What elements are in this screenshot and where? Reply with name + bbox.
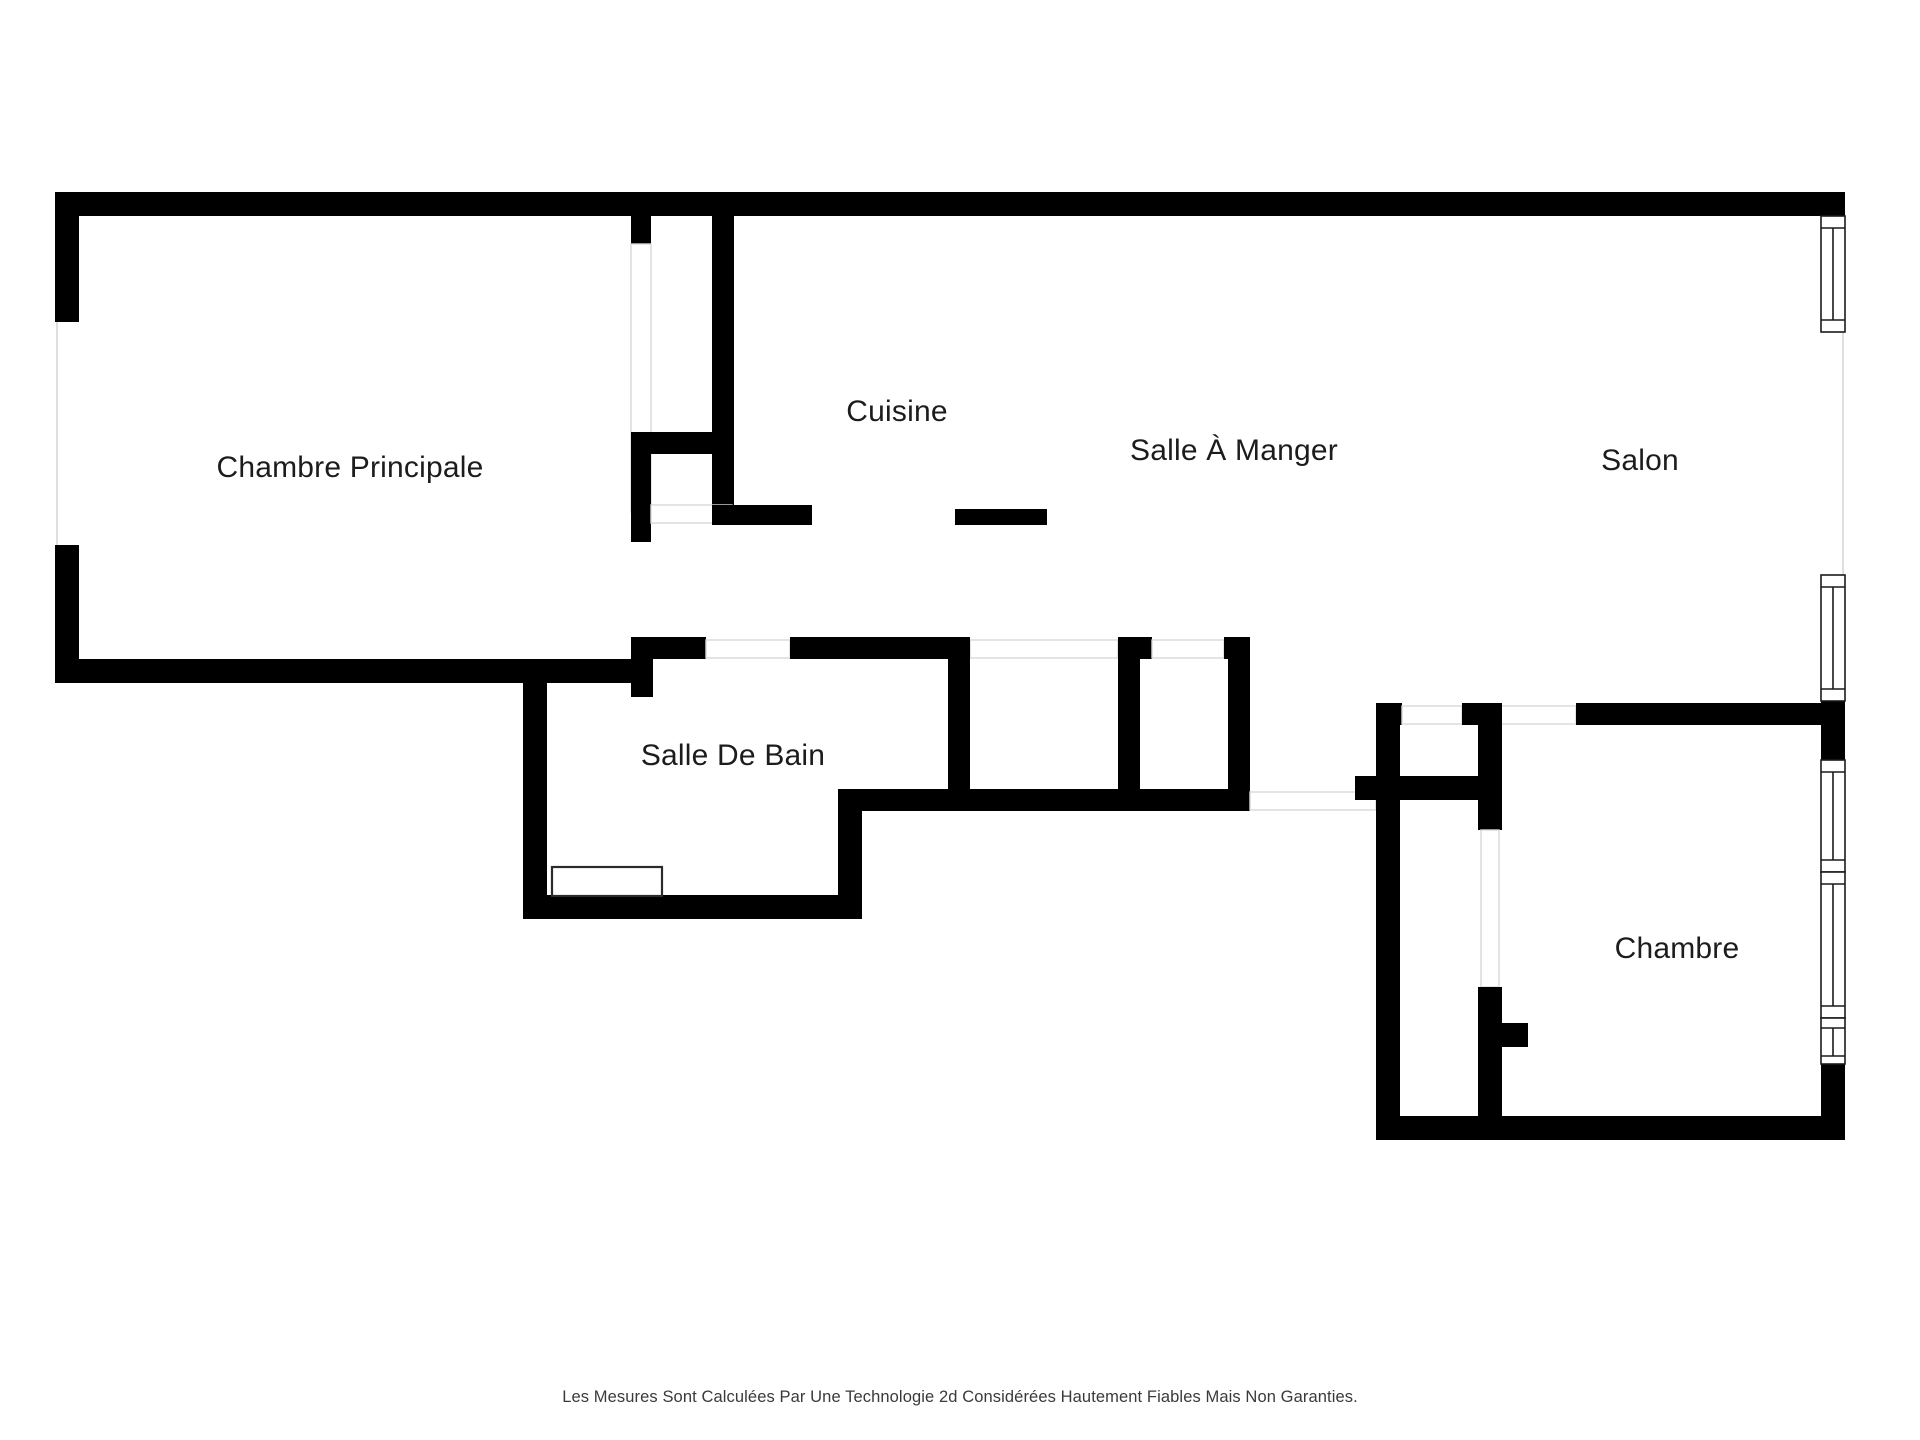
door-opening-chambre-top-b [1489,705,1577,725]
wall-bath-top-stub-a [631,637,706,659]
wall-hall-closet-left [948,637,970,789]
wall-chambre-hall-horizontal [1355,776,1502,800]
partition-walls-chambre [1355,703,1845,1140]
partition-walls-master [630,216,812,542]
wall-left-upper [55,192,79,322]
door-opening-chambre-top-a [1401,705,1463,725]
wall-right-top-stub [1821,192,1845,216]
wall-master-bottom [55,659,555,683]
wall-chambre-bottom [1376,1116,1845,1140]
wall-chambre-inner-lower-offset [1478,1023,1528,1047]
wall-chambre-top [1576,703,1845,725]
bathroom-fixture [550,865,664,898]
wall-closet-right [712,216,734,524]
door-opening-hall-b [1151,639,1225,659]
wall-master-right-upper-stub [631,216,651,244]
wall-kitchen-stub [955,509,1047,525]
wall-chambre-left [1376,703,1400,1140]
partition-walls-center [523,509,1377,919]
wall-chambre-top-left-stub [1376,703,1402,725]
door-opening-bathroom [705,639,791,659]
door-opening-chambre-inner [1480,829,1500,988]
windows-right-wall [1820,215,1846,1065]
wall-hall-bottom [838,789,1250,811]
wall-closet-bottom-right-stub [712,505,812,525]
wall-closet-left [631,432,651,520]
wall-bathroom-right [838,789,862,919]
wall-bathroom-top-left [523,659,653,683]
wall-bathroom-left [523,659,547,919]
wall-top-exterior [55,192,1845,216]
window-salon-upper [1820,215,1846,333]
wall-chambre-closet-vertical-lower [1478,987,1502,1023]
window-salon-lower [1820,574,1846,702]
measurement-disclaimer: Les Mesures Sont Calculées Par Une Techn… [562,1388,1358,1406]
wall-hall-closet-mid [1118,637,1140,789]
wall-hall-top-a [790,637,970,659]
wall-closet-divider [631,432,734,454]
door-opening-hall-a [969,639,1119,659]
window-chambre-lower [1820,1017,1846,1065]
window-chambre-mid [1820,871,1846,1019]
wall-hall-closet-right [1228,637,1250,789]
window-chambre-upper [1820,759,1846,873]
wall-bathroom-bottom [523,895,840,919]
wall-chambre-closet-vertical-upper [1478,703,1502,830]
